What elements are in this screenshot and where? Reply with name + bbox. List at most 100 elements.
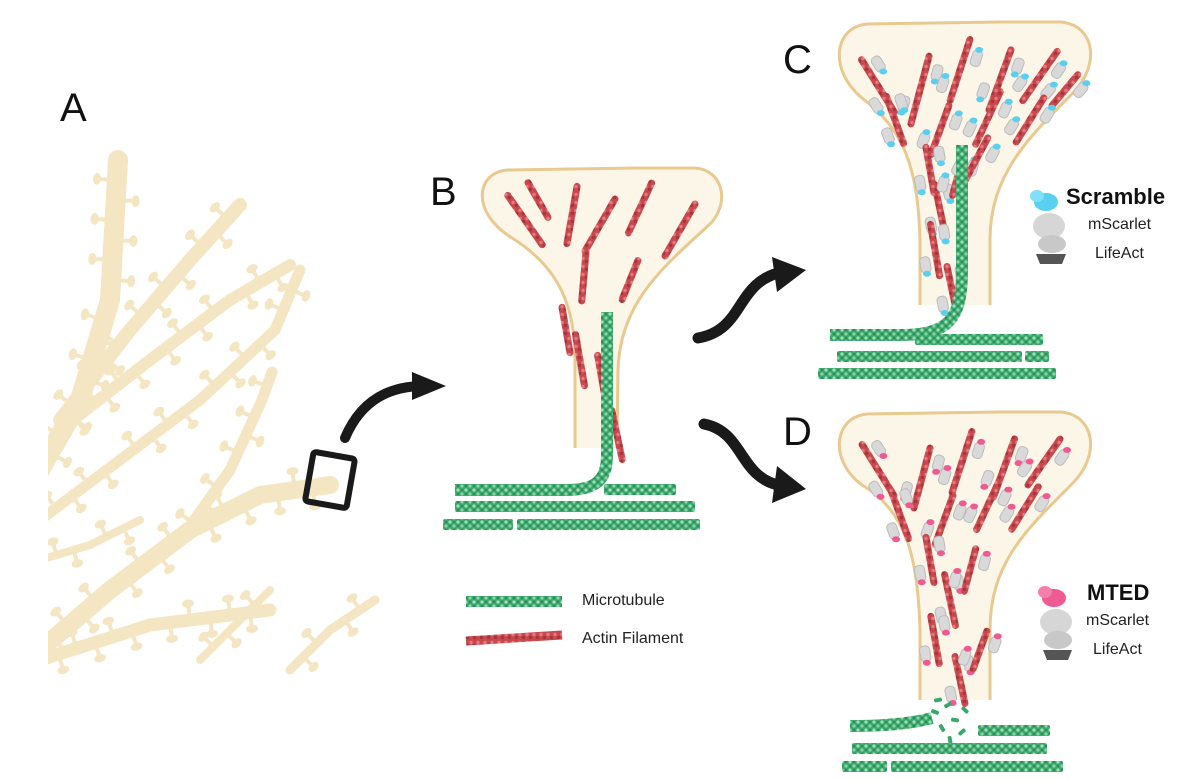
microtubule	[978, 725, 1050, 736]
spine-head	[206, 629, 219, 638]
peptide-tag	[976, 96, 985, 103]
spine-head	[181, 599, 194, 608]
peptide-tag	[926, 519, 935, 526]
spine-head	[198, 631, 209, 642]
peptide-tag	[930, 78, 939, 85]
actin-filament	[973, 477, 1003, 533]
mted-lifeact-shape	[1043, 650, 1072, 660]
spine-head	[231, 638, 242, 649]
spine-head	[200, 473, 210, 484]
panel-label-a: A	[60, 86, 87, 130]
actin-filament	[558, 303, 574, 357]
spine-head	[155, 443, 167, 454]
spine-head	[246, 624, 259, 633]
spine-d-truncated-microtubule	[849, 712, 934, 732]
spine-head	[115, 365, 125, 376]
spine-head	[94, 653, 106, 663]
spine-head	[245, 516, 257, 526]
peptide-tag	[1049, 81, 1058, 88]
spine-head	[100, 329, 110, 340]
microtubule	[517, 519, 700, 530]
microtubule	[842, 761, 887, 772]
spine-head	[74, 389, 86, 399]
spine-c-actin-group	[858, 36, 1091, 317]
actin-filament	[948, 428, 976, 496]
peptide-tag	[917, 189, 926, 196]
actin-filament	[960, 134, 992, 186]
peptide-tag	[963, 645, 972, 652]
spine-b-invading-microtubule	[455, 312, 613, 496]
spine-head	[184, 229, 195, 241]
peptide-tag	[1021, 73, 1030, 80]
peptide-tag	[946, 198, 955, 205]
spine-head	[164, 564, 175, 575]
spine-head	[240, 590, 251, 601]
spine-head	[121, 430, 133, 441]
spine-head	[130, 642, 143, 651]
peptide-tag	[876, 110, 885, 117]
peptide-tag	[993, 633, 1002, 640]
peptide-tag	[936, 160, 945, 167]
spine-head	[346, 593, 358, 603]
microtubule	[915, 334, 1043, 345]
spine-head	[109, 402, 121, 413]
spine-b-outline	[480, 166, 724, 449]
zoom-box	[302, 449, 358, 511]
spine-head	[175, 508, 185, 519]
spine-head	[48, 537, 59, 546]
spine-head	[88, 252, 97, 265]
spine-head	[235, 405, 245, 417]
spine-head	[246, 264, 258, 274]
microtubule-fragment	[930, 709, 940, 715]
spine-head	[50, 606, 61, 617]
actin-filament	[926, 220, 944, 280]
peptide-tag	[941, 72, 950, 79]
actin-filament	[624, 179, 656, 237]
spine-head	[104, 365, 116, 376]
spine-head	[235, 378, 246, 389]
spine-head	[129, 235, 138, 248]
spine-head	[170, 355, 181, 366]
actin-filament	[941, 571, 959, 629]
panel-d-mted-spine	[837, 410, 1092, 772]
actin-filament	[887, 488, 913, 542]
peptide-tag	[917, 579, 926, 586]
spine-head	[286, 467, 299, 476]
panel-b-dendritic-spine	[443, 166, 724, 530]
spine-d-microtubule-fragments	[930, 697, 969, 745]
scramble-mscarlet-label: mScarlet	[1088, 216, 1152, 233]
arrow-a-to-b-head	[412, 372, 446, 400]
spine-head	[73, 466, 85, 477]
microtubule	[443, 519, 513, 530]
actin-filament	[1012, 94, 1048, 146]
arrow-b-to-d-head	[772, 466, 806, 503]
peptide-tag	[941, 629, 950, 636]
actin-filament	[1019, 47, 1061, 105]
spine-head	[94, 519, 107, 529]
peptide-tag	[975, 46, 984, 53]
actin-filament	[927, 612, 943, 668]
spine-c-dendrite-microtubules	[818, 334, 1056, 379]
peptide-tag	[922, 659, 931, 666]
spine-head	[301, 290, 311, 302]
panel-c-scramble-spine	[818, 20, 1092, 379]
peptide-tag	[992, 143, 1001, 150]
spine-head	[222, 238, 233, 250]
actin-filament	[581, 195, 619, 255]
spine-head	[212, 508, 223, 520]
spine-head	[92, 172, 101, 185]
spine-head	[347, 627, 359, 637]
spine-head	[219, 440, 229, 452]
arrow-b-to-d	[698, 418, 788, 492]
peptide-tag	[876, 493, 885, 500]
peptide-tag	[1082, 80, 1091, 87]
spine-head	[153, 406, 165, 417]
actin-filament	[910, 444, 934, 512]
spine-head	[57, 665, 70, 674]
peptide-tag	[940, 310, 949, 317]
spine-head	[221, 594, 234, 603]
spine-head	[255, 435, 265, 448]
spine-head	[202, 331, 213, 342]
panel-label-b: B	[430, 170, 457, 214]
